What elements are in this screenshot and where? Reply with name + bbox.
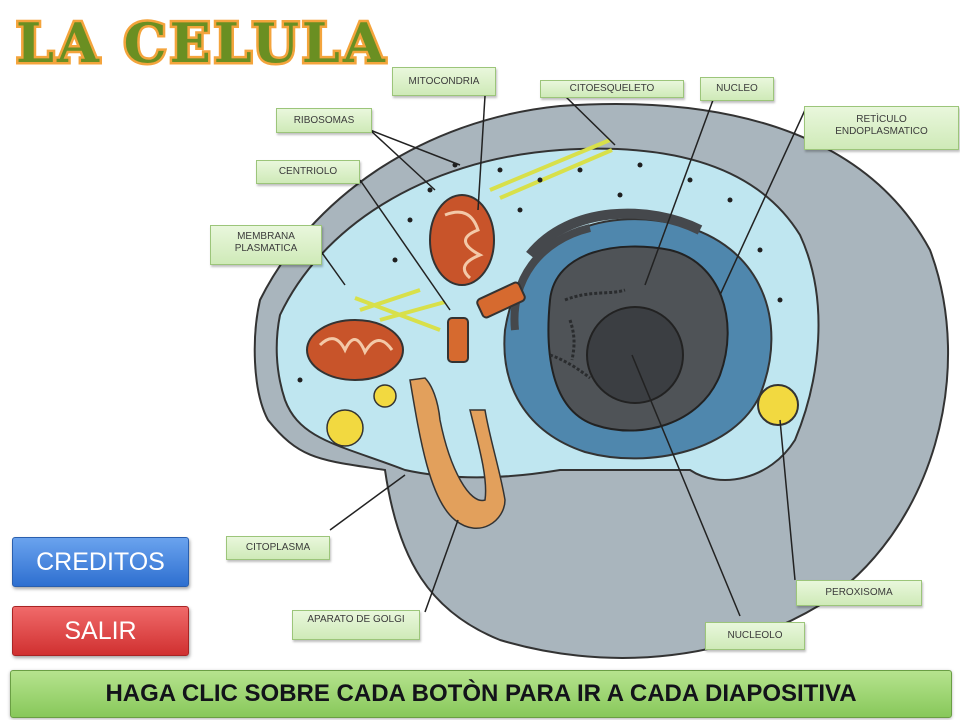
slide-title-text: LA CELULA <box>16 11 388 74</box>
er-fold <box>526 208 703 259</box>
instruction-banner: HAGA CLIC SOBRE CADA BOTÒN PARA IR A CAD… <box>10 670 952 718</box>
salir-button[interactable]: SALIR <box>12 606 189 656</box>
label-citoesqueleto[interactable]: CITOESQUELETO <box>540 80 684 98</box>
ribosomes <box>297 162 783 383</box>
label-citoplasma[interactable]: CITOPLASMA <box>226 536 330 560</box>
mitochondrion-upper-cristae <box>444 210 484 280</box>
peroxisome <box>757 384 799 426</box>
creditos-button[interactable]: CREDITOS <box>12 537 189 587</box>
label-peroxisoma[interactable]: PEROXISOMA <box>796 580 922 606</box>
er-fold-inner <box>510 224 591 331</box>
label-membrana-plasmatica[interactable]: MEMBRANA PLASMATICA <box>210 225 322 265</box>
label-ribosomas[interactable]: RIBOSOMAS <box>276 108 372 133</box>
vesicle-1 <box>326 409 364 447</box>
cytoskeleton-fibers <box>354 138 613 332</box>
chromatin <box>549 288 626 380</box>
slide-title: LA CELULA <box>14 9 388 75</box>
vesicle-2 <box>373 384 397 408</box>
label-nucleo[interactable]: NUCLEO <box>700 77 774 101</box>
label-nucleolo[interactable]: NUCLEOLO <box>705 622 805 650</box>
centriole-lower <box>447 317 469 363</box>
mitochondrion-lower-cristae <box>318 337 394 356</box>
label-aparato-de-golgi[interactable]: APARATO DE GOLGI <box>292 610 420 640</box>
label-mitocondria[interactable]: MITOCONDRIA <box>392 67 496 96</box>
label-reticulo-endoplasmatico[interactable]: RETÌCULO ENDOPLASMATICO <box>804 106 959 150</box>
nucleolus <box>586 306 684 404</box>
mitochondrion-lower <box>306 319 404 381</box>
centriole-upper <box>476 281 526 319</box>
golgi-apparatus <box>409 377 506 530</box>
leader-lines <box>319 95 806 617</box>
mitochondrion-upper <box>429 194 495 286</box>
label-centriolo[interactable]: CENTRIOLO <box>256 160 360 184</box>
